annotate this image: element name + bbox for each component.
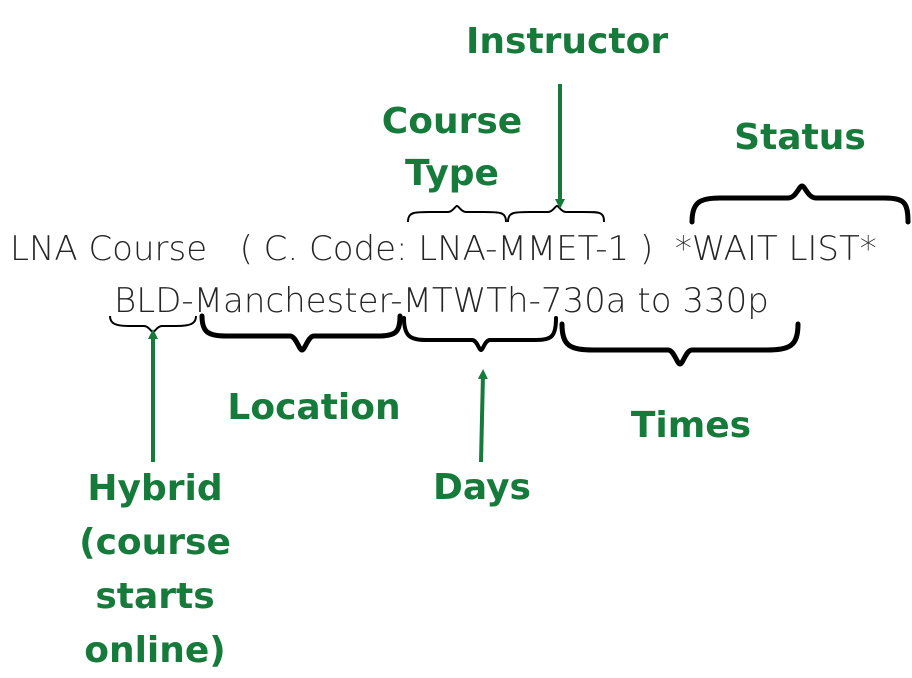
status-brace (689, 183, 911, 225)
days-arrow (477, 369, 488, 463)
instructor-label: Instructor (466, 21, 669, 62)
times-brace (559, 321, 801, 367)
days-brace (402, 316, 558, 352)
location-label: Location (227, 387, 401, 428)
course-type-label: Course Type (381, 101, 523, 195)
course-line: LNA Course ( C. Code: LNA-MMET-1 ) *WAIT… (10, 229, 877, 269)
location-brace (199, 313, 403, 353)
instructor-brace (507, 204, 605, 223)
hybrid-label: Hybrid (course starts online) (79, 468, 231, 671)
days-label: Days (433, 467, 531, 508)
times-label: Times (630, 405, 752, 446)
course-type-brace (407, 204, 507, 223)
schedule-line: BLD-Manchester-MTWTh-730a to 330p (114, 281, 769, 321)
status-label: Status (734, 117, 866, 158)
